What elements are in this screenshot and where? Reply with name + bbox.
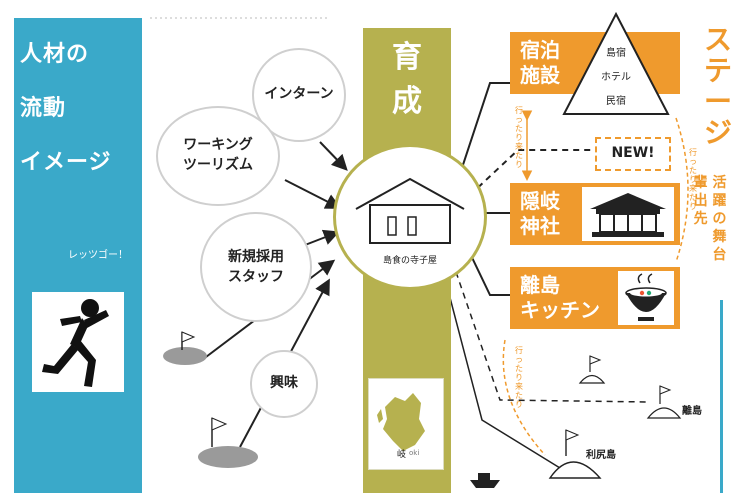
bubble-working-line-2: ツーリズム xyxy=(183,157,253,173)
stage-shrine-line-2: 神社 xyxy=(520,214,560,238)
arrow-working xyxy=(284,179,342,209)
center-char-2: 成 xyxy=(392,84,422,119)
lodging-triangle xyxy=(562,11,670,115)
line-rishiri xyxy=(447,289,561,469)
bubble-new-staff: 新規採用 スタッフ xyxy=(200,212,312,322)
back-and-forth-label-2: 行ったり来たり xyxy=(689,148,697,211)
terakoya-circle: 島食の寺子屋 xyxy=(333,144,487,290)
left-title-line-1: 人材の xyxy=(20,42,90,67)
back-and-forth-label-3: 行ったり来たり xyxy=(515,346,523,409)
stage-kitchen-line-2: キッチン xyxy=(520,298,600,322)
stage-subtitle-line-1: 輩出先 xyxy=(693,175,708,227)
stage-shrine: 隠岐 神社 xyxy=(510,183,680,245)
map-sub-label: oki xyxy=(409,449,420,457)
line-kitchen xyxy=(465,244,510,296)
boat-icon xyxy=(470,473,500,488)
arrow-intern xyxy=(319,141,348,171)
arrow-newstaff xyxy=(304,229,340,246)
island-flag-icon-bottom xyxy=(198,417,258,468)
bubble-intern-label: インターン xyxy=(264,86,334,102)
line-lodging xyxy=(457,82,510,181)
lodging-type-1: 島宿 xyxy=(606,48,626,59)
stage-side-line xyxy=(720,300,723,493)
stage-kitchen-line-1: 離島 xyxy=(520,273,560,297)
bubble-working-line-1: ワーキング xyxy=(183,137,253,153)
island-flag-icon-rishiri xyxy=(548,429,602,479)
island-label-rishiri: 利尻島 xyxy=(586,450,616,461)
bubble-newstaff-line-2: スタッフ xyxy=(228,269,284,285)
center-char-1: 育 xyxy=(392,40,422,75)
new-label: NEW! xyxy=(611,145,655,161)
island-label-ritou: 離島 xyxy=(682,406,702,417)
bubble-newstaff-line-1: 新規採用 xyxy=(228,249,284,265)
lets-go-label: レッツゴー！ xyxy=(68,250,128,261)
terakoya-label: 島食の寺子屋 xyxy=(382,256,437,266)
bubble-interest: 興味 xyxy=(250,350,318,418)
left-title-line-2: 流動 xyxy=(20,96,67,121)
running-person-icon xyxy=(42,299,109,387)
map-box: 岐 oki xyxy=(368,378,444,470)
lodging-type-2: ホテル xyxy=(601,72,631,83)
bubble-working-tourism: ワーキング ツーリズム xyxy=(156,106,280,206)
shrine-icon xyxy=(582,187,674,241)
orange-arrow-2 xyxy=(675,117,689,263)
left-title-line-3: イメージ xyxy=(20,150,112,175)
house-icon xyxy=(355,177,465,244)
map-label: 岐 xyxy=(397,450,407,460)
new-stage-box: NEW! xyxy=(595,137,671,171)
island-flag-icon-right-1 xyxy=(578,355,606,384)
stage-kitchen: 離島 キッチン xyxy=(510,267,680,329)
stage-subtitle: 輩出先 活躍の舞台 xyxy=(688,174,732,264)
island-flag-icon-left xyxy=(163,331,207,365)
stage-subtitle-line-2: 活躍の舞台 xyxy=(712,175,727,263)
stage-lodging-line-1: 宿泊 xyxy=(520,38,560,62)
line-ritou xyxy=(455,271,651,403)
stage-title: ステージ xyxy=(703,23,732,149)
stage-lodging-line-2: 施設 xyxy=(520,63,560,87)
bubble-interest-label: 興味 xyxy=(270,375,298,391)
lodging-type-3: 民宿 xyxy=(606,96,626,107)
oki-map-icon xyxy=(377,393,425,451)
orange-arrow-3 xyxy=(502,339,546,456)
island-flag-icon-right-2 xyxy=(646,385,682,419)
back-and-forth-label-1: 行ったり来たり xyxy=(515,106,523,169)
runner-box xyxy=(32,292,124,392)
bowl-icon xyxy=(618,271,674,325)
stage-shrine-line-1: 隠岐 xyxy=(520,189,560,213)
left-panel: 人材の 流動 イメージ レッツゴー！ xyxy=(14,18,142,493)
